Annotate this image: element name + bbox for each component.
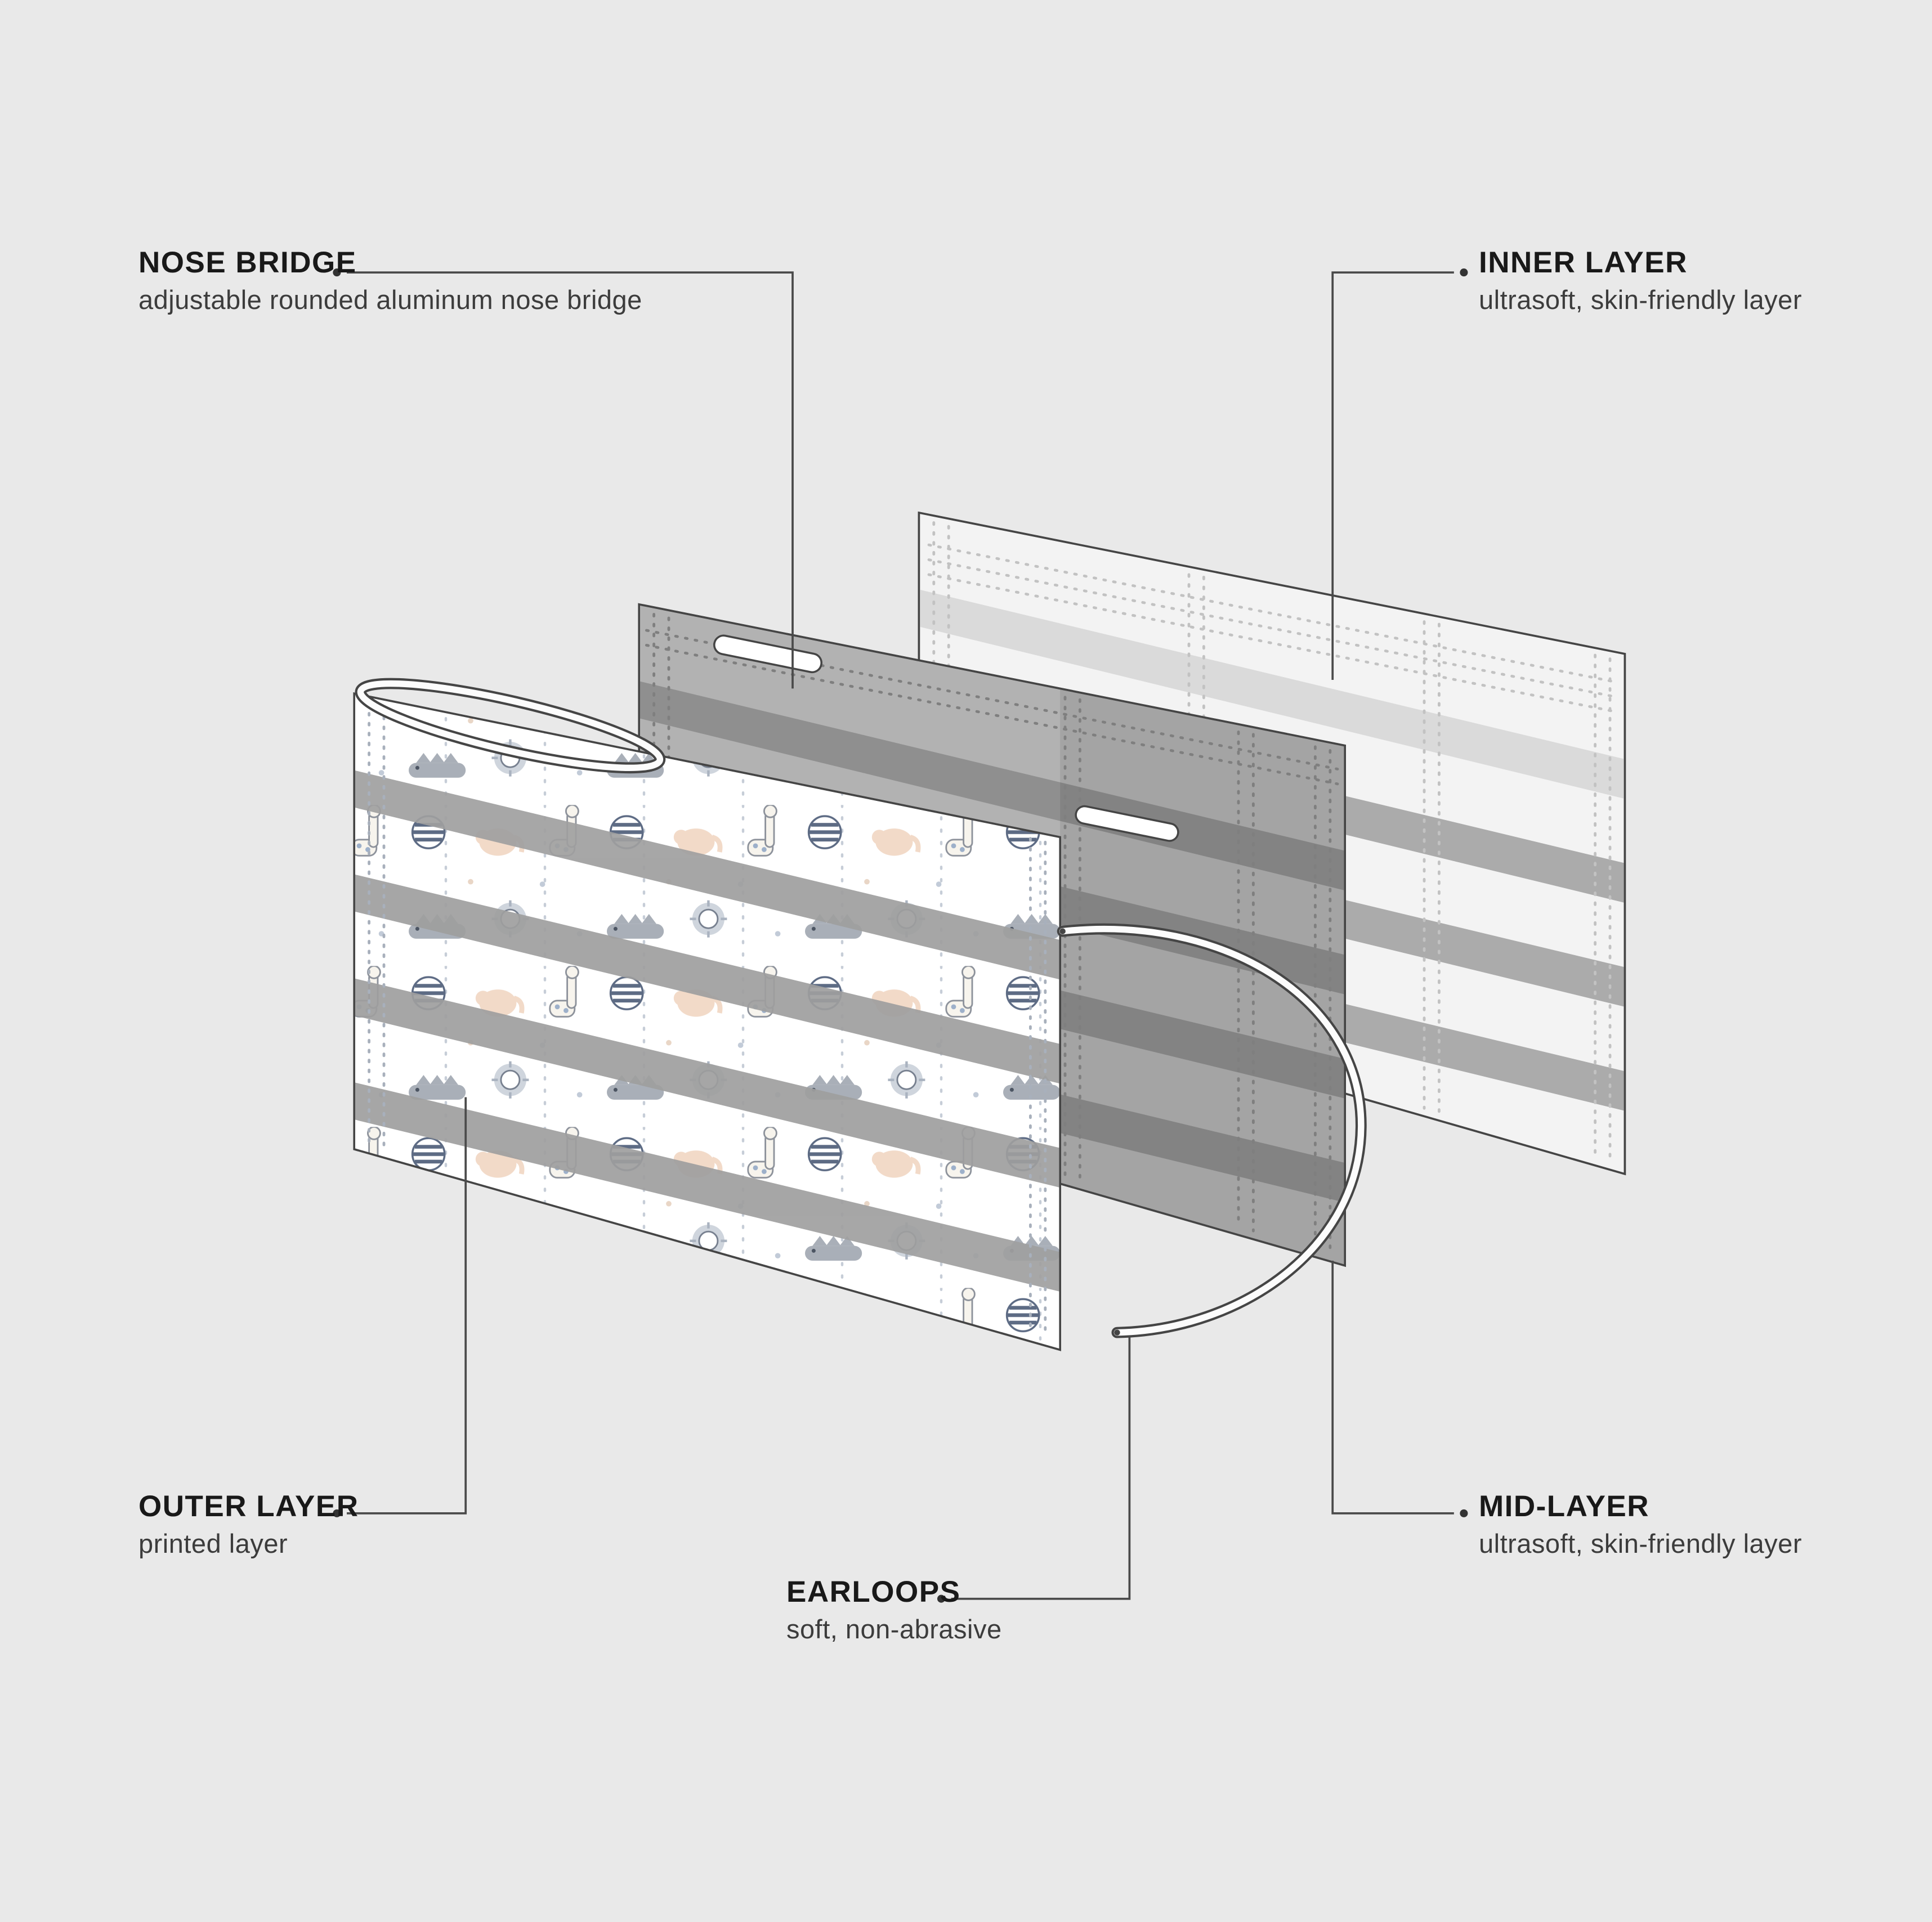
outer-layer-description: printed layer (138, 1529, 288, 1558)
outer-layer-pointer (347, 1097, 467, 1515)
right-earloop (1057, 923, 1367, 1338)
outer-layer-title: OUTER LAYER (138, 1490, 359, 1523)
earloops-title: EARLOOPS (786, 1575, 961, 1609)
outer-layer-stitching (368, 702, 1047, 1339)
nose-bridge-slot (713, 634, 822, 674)
inner-layer-pointer (1331, 271, 1454, 680)
earloops-pointer (951, 1337, 1131, 1600)
callout-outer-layer: OUTER LAYER printed layer (138, 1491, 359, 1557)
nose-bridge-strip (1075, 805, 1179, 842)
left-earloop (355, 678, 666, 774)
outer-layer-pleats (354, 770, 1061, 1292)
earloops-description: soft, non-abrasive (786, 1614, 1002, 1644)
inner-layer-title: INNER LAYER (1479, 246, 1688, 279)
callout-pointer-dots (333, 268, 1468, 1603)
callout-mid-layer: MID-LAYER ultrasoft, skin-friendly layer (1479, 1491, 1802, 1557)
outer-layer-shape (353, 692, 1061, 1351)
nose-bridge-title: NOSE BRIDGE (138, 246, 357, 279)
inner-layer-description: ultrasoft, skin-friendly layer (1479, 285, 1802, 315)
callout-nose-bridge: NOSE BRIDGE adjustable rounded aluminum … (138, 248, 642, 313)
callout-inner-layer: INNER LAYER ultrasoft, skin-friendly lay… (1479, 248, 1802, 313)
callout-pointer-lines (347, 271, 1454, 1600)
mid-layer-description: ultrasoft, skin-friendly layer (1479, 1529, 1802, 1558)
mid-layer-pointer (1331, 1260, 1454, 1515)
callout-earloops: EARLOOPS soft, non-abrasive (786, 1577, 1002, 1642)
nose-bridge-pointer (347, 271, 794, 689)
mid-layer-title: MID-LAYER (1479, 1490, 1650, 1523)
mid-layer-stitching (645, 612, 1339, 1255)
nose-bridge-description: adjustable rounded aluminum nose bridge (138, 285, 642, 315)
